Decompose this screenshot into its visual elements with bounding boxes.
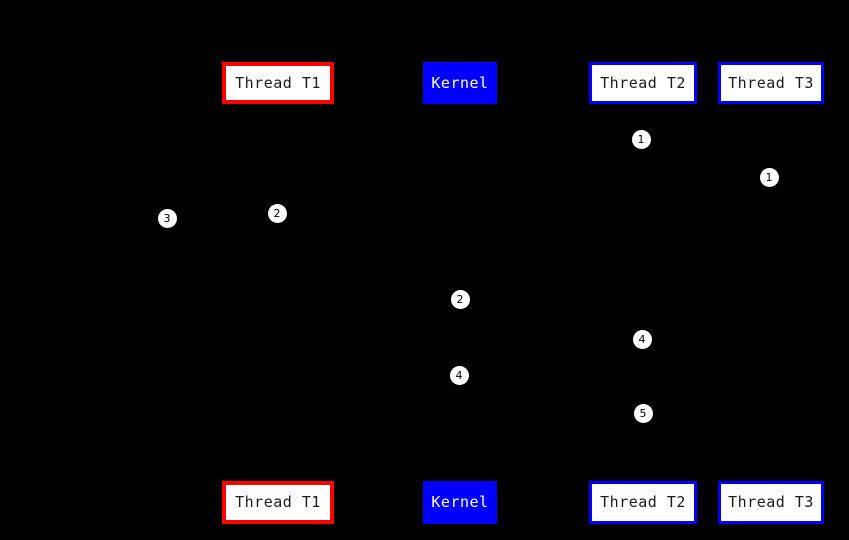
participant-box-t2-top[interactable]: Thread T2 xyxy=(589,62,697,104)
step-marker: 2 xyxy=(267,203,287,223)
step-marker: 4 xyxy=(449,365,469,385)
message-arrow xyxy=(167,218,278,219)
participant-box-kernel-bottom[interactable]: Kernel xyxy=(423,481,497,524)
step-marker: 5 xyxy=(633,403,653,423)
step-marker: 3 xyxy=(157,208,177,228)
participant-label: Thread T3 xyxy=(728,493,814,511)
participant-label: Thread T2 xyxy=(600,73,686,92)
participant-label: Thread T3 xyxy=(728,73,814,92)
step-marker: 1 xyxy=(631,129,651,149)
lifeline-t3 xyxy=(771,104,772,481)
step-marker: 4 xyxy=(632,329,652,349)
participant-label: Thread T2 xyxy=(600,493,686,511)
lifeline-t2 xyxy=(643,104,644,481)
lifeline-t1 xyxy=(278,104,279,481)
step-marker: 2 xyxy=(450,289,470,309)
participant-label: Kernel xyxy=(431,73,489,92)
step-marker: 1 xyxy=(759,167,779,187)
participant-box-t2-bottom[interactable]: Thread T2 xyxy=(589,481,697,524)
participant-box-t1-top[interactable]: Thread T1 xyxy=(222,62,334,104)
participant-box-kernel-top[interactable]: Kernel xyxy=(423,62,497,104)
participant-label: Kernel xyxy=(431,493,489,511)
participant-label: Thread T1 xyxy=(235,73,321,92)
participant-box-t3-top[interactable]: Thread T3 xyxy=(718,62,824,104)
participant-box-t3-bottom[interactable]: Thread T3 xyxy=(718,481,824,524)
participant-label: Thread T1 xyxy=(235,493,321,511)
participant-box-t1-bottom[interactable]: Thread T1 xyxy=(222,481,334,524)
